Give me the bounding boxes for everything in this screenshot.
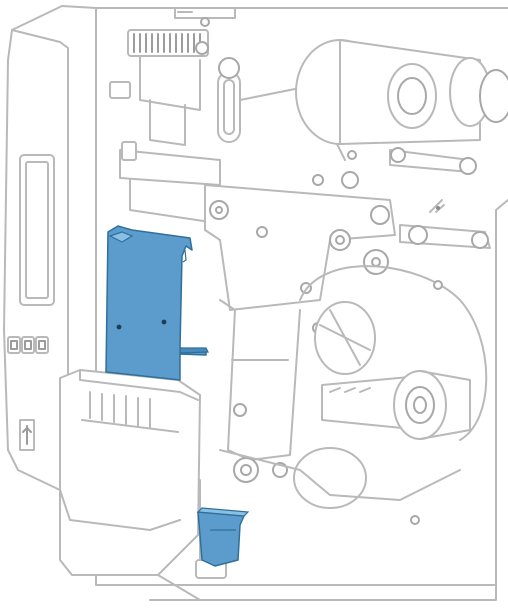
front-panel bbox=[3, 5, 97, 491]
media-guide-arm bbox=[399, 199, 491, 249]
lower-mount-plate bbox=[219, 265, 488, 509]
lower-media-guide-highlight bbox=[196, 507, 250, 567]
control-buttons bbox=[7, 336, 49, 354]
usb-port-icon bbox=[19, 419, 35, 451]
lower-front-cover bbox=[59, 369, 201, 576]
lower-media-guide bbox=[197, 511, 245, 567]
release-lever bbox=[217, 57, 346, 161]
printhead-assembly bbox=[109, 17, 221, 223]
upper-roller-plate bbox=[204, 150, 396, 311]
printhead-bracket-highlight bbox=[105, 225, 209, 381]
printhead-bracket bbox=[105, 225, 207, 381]
cover-vents bbox=[89, 391, 151, 429]
ribbon-takeup-spindle bbox=[321, 280, 471, 525]
ribbon-supply-spindle bbox=[295, 39, 508, 175]
display-screen bbox=[19, 154, 55, 306]
